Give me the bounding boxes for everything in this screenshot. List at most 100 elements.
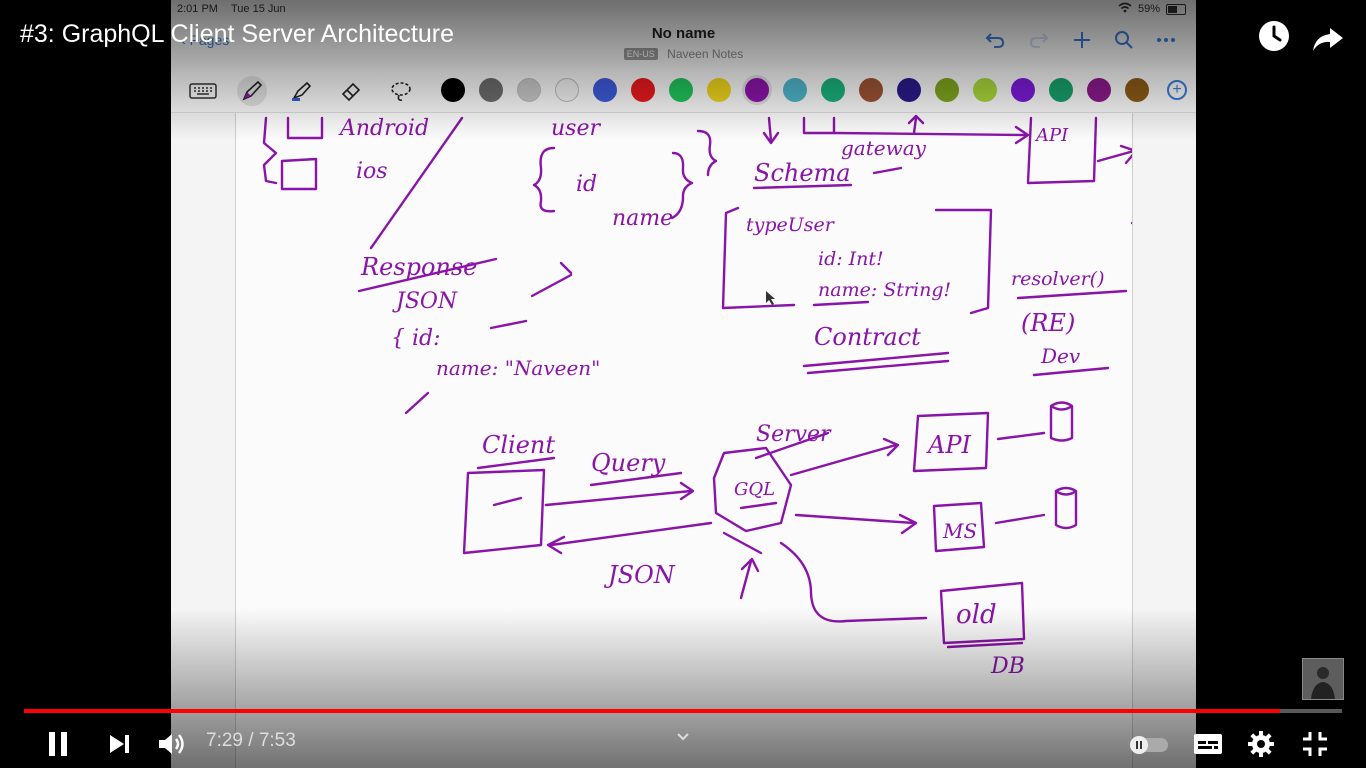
ms-box [932,501,986,553]
video-title[interactable]: #3: GraphQL Client Server Architecture [20,20,454,48]
drawing-toolbar: + [171,68,1196,113]
color-swatch[interactable] [783,78,807,102]
progress-played [24,709,1281,713]
old-underline [946,641,1024,649]
color-swatch[interactable] [555,78,579,102]
color-swatch[interactable] [707,78,731,102]
lasso-icon[interactable] [386,76,416,106]
status-date: Tue 15 Jun [231,3,286,15]
label-gql: GQL [734,479,775,500]
json-dash [489,319,528,330]
color-swatch[interactable] [517,78,541,102]
chevron-down-icon[interactable] [674,728,692,746]
color-swatch[interactable] [1011,78,1035,102]
color-swatch[interactable] [935,78,959,102]
status-time: 2:01 PM [177,3,218,15]
label-client: Client [482,431,555,459]
progress-bar[interactable] [24,709,1342,713]
settings-icon[interactable] [1243,726,1279,762]
label-ms: MS [942,519,977,543]
color-swatch[interactable] [593,78,617,102]
api-box-bottom [912,411,990,473]
share-icon[interactable] [1310,20,1346,56]
note-page[interactable]: Android ios user id name gateway API Sch… [235,113,1133,768]
response-underline [357,257,498,293]
label-api: API [926,431,971,459]
color-swatch[interactable] [973,78,997,102]
cursor-icon [766,291,775,305]
color-swatch[interactable] [631,78,655,102]
gql-left-tail [722,531,763,555]
gql-underline [739,501,778,510]
gql-to-api-arrow [789,437,900,477]
right-brace [670,151,694,220]
volume-icon[interactable] [154,726,190,762]
time-display: 7:29 / 7:53 [206,730,296,751]
highlighter-icon[interactable] [286,76,316,106]
label-user: user [551,116,601,141]
tablet-screen: 2:01 PM Tue 15 Jun 59% ‹ Pages No name E… [171,0,1196,768]
gql-to-old-path [779,541,928,623]
header-tools [984,30,1176,56]
status-icons: 59% [1118,2,1186,16]
platform-bracket [262,116,278,185]
client-box [462,468,546,555]
color-swatch[interactable] [897,78,921,102]
label-json-name: name: "Naveen" [436,356,600,380]
label-api-top: API [1034,125,1069,146]
pen-tool-icon[interactable] [237,76,267,106]
label-id: id [576,172,597,197]
next-icon[interactable] [101,726,137,762]
keyboard-icon[interactable] [188,76,218,106]
color-swatch[interactable] [745,78,769,102]
add-color-icon[interactable]: + [1167,80,1187,100]
pause-icon[interactable] [40,726,76,762]
search-icon[interactable] [1114,30,1134,56]
color-swatch[interactable] [669,78,693,102]
resolver-underline [1016,289,1128,300]
label-old: old [956,600,997,630]
watch-later-icon[interactable] [1256,18,1292,54]
ms-to-db-line [994,513,1046,525]
api-to-db-line [996,431,1046,441]
response-arrow [530,261,573,298]
client-underline [476,456,556,470]
label-contract: Contract [814,323,921,351]
undo-icon[interactable] [984,30,1006,56]
subtitles-icon[interactable] [1190,726,1226,762]
channel-thumbnail[interactable] [1302,658,1344,700]
redo-icon[interactable] [1028,30,1050,56]
android-box [286,116,324,140]
exit-fullscreen-icon[interactable] [1297,726,1333,762]
color-swatch[interactable] [1125,78,1149,102]
json-bottom-arrow [404,391,430,415]
api-box-top [1026,116,1098,185]
eraser-icon[interactable] [336,76,366,106]
label-name-string: name: String! [818,279,951,301]
db-cylinder-2 [1054,486,1078,530]
battery-percent: 59% [1137,3,1160,15]
label-response: Response [360,253,477,281]
notebook-name: Naveen Notes [667,47,744,61]
query-arrow [544,481,695,507]
server-line [754,431,830,460]
more-icon[interactable] [1156,30,1176,56]
right-brace-2 [696,129,718,177]
left-brace [532,146,556,213]
color-swatch[interactable] [859,78,883,102]
color-swatch[interactable] [1087,78,1111,102]
color-swatch[interactable] [1049,78,1073,102]
contract-underline-1 [802,351,950,368]
color-swatch[interactable] [479,78,503,102]
color-swatch[interactable] [441,78,465,102]
add-icon[interactable] [1072,30,1092,56]
dev-underline [1032,366,1110,377]
autoplay-toggle-icon[interactable] [1128,726,1168,762]
label-typeuser: typeUser [746,214,836,236]
label-gateway: gateway [841,136,927,160]
client-inner-dash [492,496,523,507]
color-swatch[interactable] [821,78,845,102]
label-json: JSON [392,289,458,314]
label-server: Server [756,422,832,447]
